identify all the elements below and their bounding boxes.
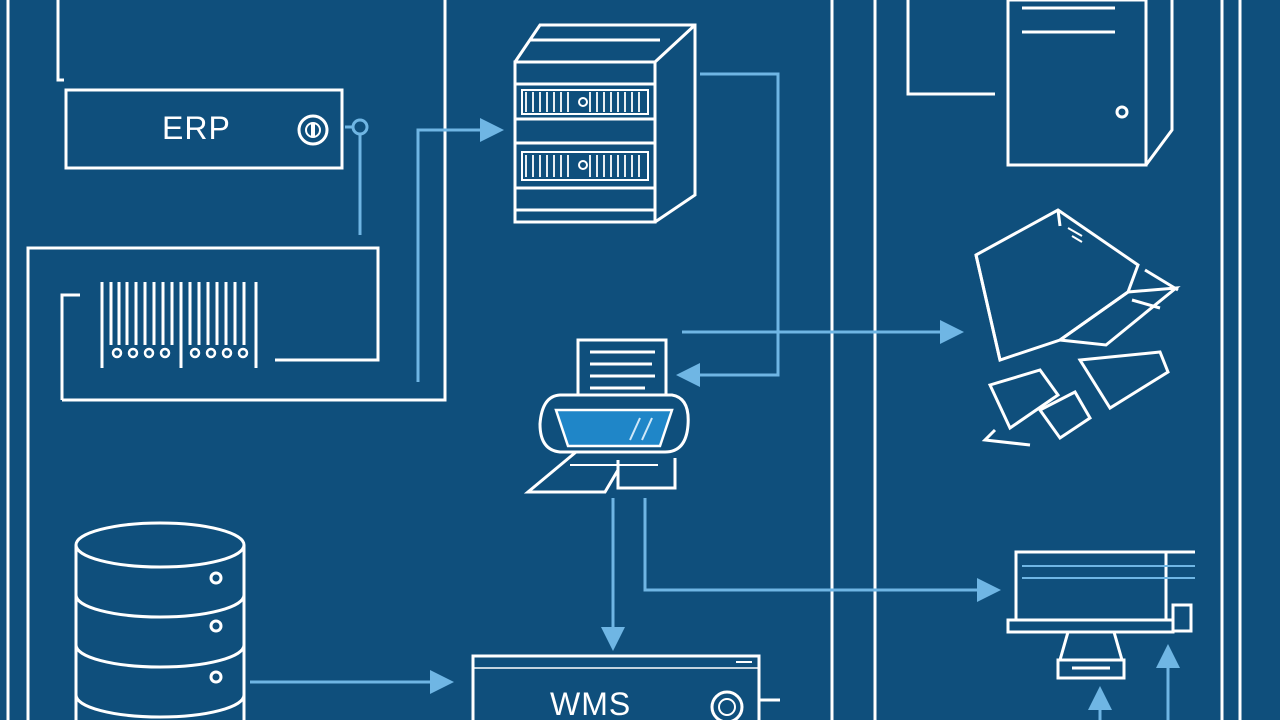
erp-label: ERP: [162, 110, 231, 146]
monitor-icon: [1006, 550, 1195, 680]
printer-connectors: [601, 498, 1001, 651]
database-icon: [74, 521, 246, 720]
server-to-printer-connector: [676, 72, 964, 387]
barcode-scanner-icon: [100, 282, 258, 368]
desktop-tower-icon: [906, 0, 1174, 167]
wms-box-icon: [471, 654, 780, 720]
printer-icon: [523, 338, 690, 494]
barcode-to-server-connector: [416, 118, 504, 382]
frame-lines: [6, 0, 1242, 720]
wms-label: WMS: [550, 686, 632, 720]
erp-box-icon: [64, 88, 344, 170]
scanner-device-icon: [974, 208, 1181, 447]
erp-connector: [345, 118, 369, 235]
server-rack-icon: [513, 23, 697, 224]
monitor-up-connectors: [1088, 644, 1180, 720]
